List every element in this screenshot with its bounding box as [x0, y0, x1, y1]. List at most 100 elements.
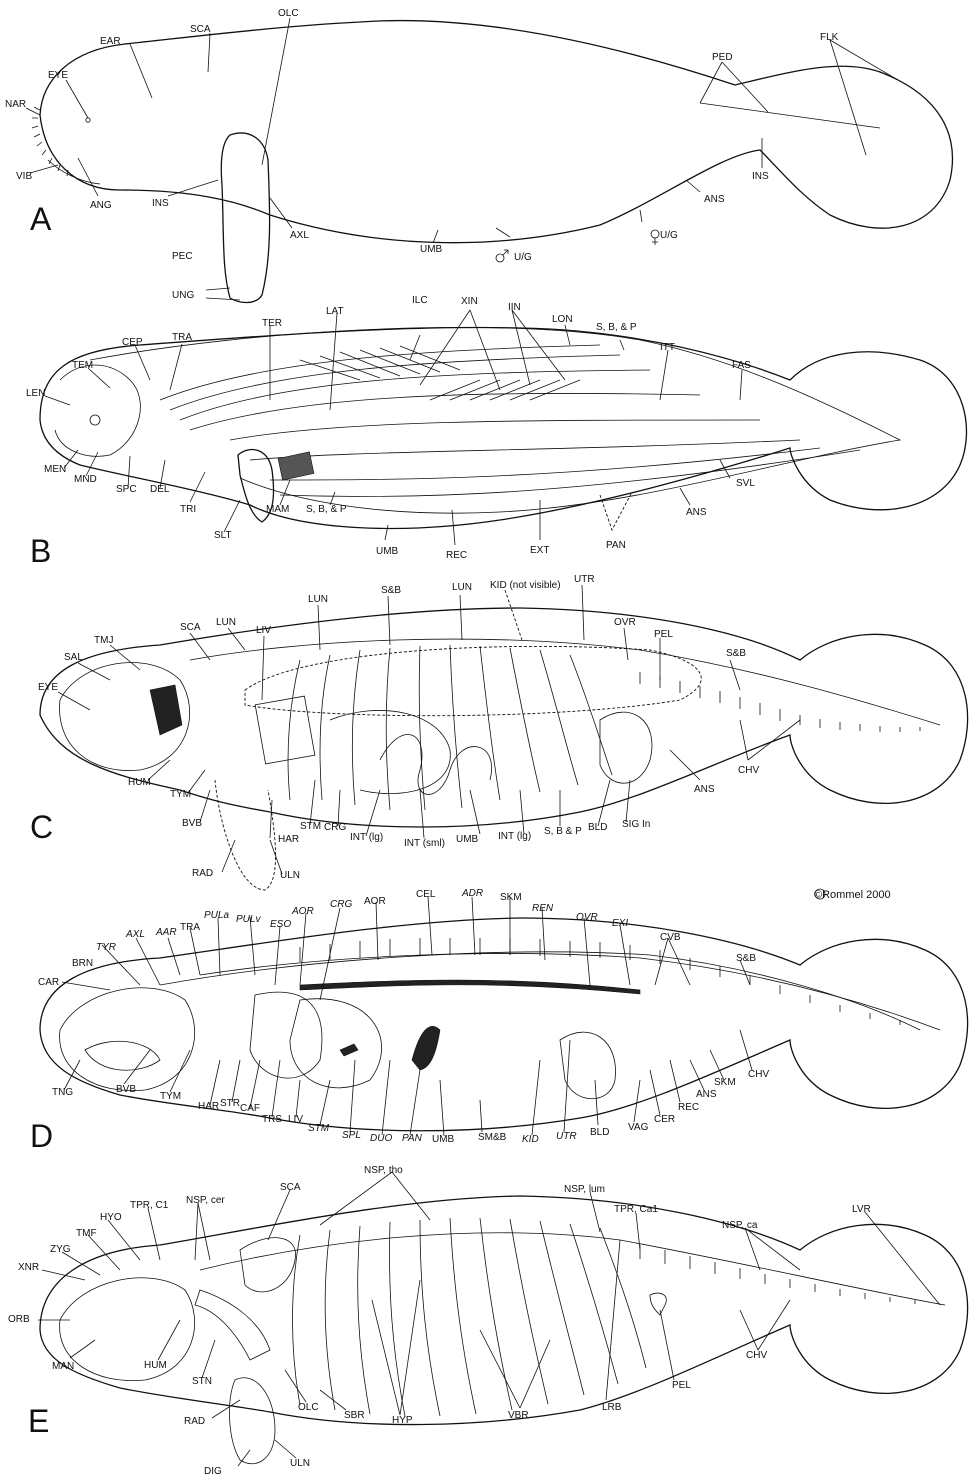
label-a-sca: SCA — [190, 24, 211, 35]
mammary-region-b — [278, 452, 314, 480]
stomach-c — [330, 710, 450, 793]
eye-dot-a — [86, 118, 90, 122]
label-b-ilc: ILC — [412, 295, 428, 306]
label-b-fas: FAS — [732, 360, 751, 371]
label-d-bvb: BVB — [116, 1084, 136, 1095]
label-a-vib: VIB — [16, 171, 32, 182]
eye-b — [90, 415, 100, 425]
label-d-tyr: TYR — [96, 942, 116, 953]
label-c-sb-tail: S&B — [726, 648, 746, 659]
label-d-umb: UMB — [432, 1134, 455, 1145]
vibrissae-a — [32, 107, 68, 176]
label-a-ug-male: U/G — [514, 252, 532, 263]
label-d-pan: PAN — [402, 1133, 423, 1144]
label-b-cep: CEP — [122, 337, 143, 348]
leader-lines-a — [26, 18, 898, 300]
label-e-dig: DIG — [204, 1466, 222, 1477]
inner-body-line-d — [160, 952, 920, 1030]
label-b-del: DEL — [150, 484, 170, 495]
ribs-c — [288, 645, 612, 810]
label-b-sbp-top: S, B, & P — [596, 322, 637, 333]
label-e-stn: STN — [192, 1376, 212, 1387]
label-d-cvb: CVB — [660, 932, 681, 943]
label-d-liv: LIV — [288, 1114, 303, 1125]
body-outline-b — [40, 327, 967, 528]
label-d-tra: TRA — [180, 922, 200, 933]
label-c-kid: KID (not visible) — [490, 580, 561, 591]
body-outline-e — [40, 1196, 968, 1425]
vertebral-column-c — [190, 639, 940, 732]
kidney-dashed-c — [505, 590, 522, 640]
label-b-xin: XIN — [461, 296, 478, 307]
label-c-hum: HUM — [128, 777, 151, 788]
label-b-mam: MAM — [266, 504, 289, 515]
label-b-tra: TRA — [172, 332, 192, 343]
label-c-stm: STM — [300, 821, 321, 832]
label-a-olc: OLC — [278, 8, 299, 19]
label-a-ung: UNG — [172, 290, 194, 301]
label-c-uln: ULN — [280, 870, 300, 881]
label-b-lon: LON — [552, 314, 573, 325]
label-e-olc: OLC — [298, 1402, 319, 1413]
label-c-int-lg-2: INT (lg) — [498, 831, 531, 842]
label-b-spc: SPC — [116, 484, 137, 495]
label-e-zyg: ZYG — [50, 1244, 71, 1255]
label-b-ans: ANS — [686, 507, 707, 518]
label-c-pel: PEL — [654, 629, 673, 640]
label-c-int-lg-1: INT (lg) — [350, 832, 383, 843]
label-a-ins: INS — [152, 198, 169, 209]
label-d-bld: BLD — [590, 1127, 609, 1138]
label-d-rec: REC — [678, 1102, 699, 1113]
label-e-lrb: LRB — [602, 1402, 622, 1413]
intestines-c — [380, 735, 492, 795]
scapula-e — [240, 1238, 296, 1292]
label-d-pula: PULa — [204, 910, 229, 921]
label-a-ans: ANS — [704, 194, 725, 205]
label-d-caf: CAF — [240, 1103, 260, 1114]
label-e-lvr: LVR — [852, 1204, 871, 1215]
label-c-ovr: OVR — [614, 617, 636, 628]
panel-d: ©Rommel 2000 D CEL ADR SKM REN OVR EXI C… — [30, 888, 968, 1154]
label-a-ins-tail: INS — [752, 171, 769, 182]
label-d-chv: CHV — [748, 1069, 769, 1080]
label-d-pulv: PULv — [236, 914, 261, 925]
label-a-ear: EAR — [100, 36, 121, 47]
panel-c-letter: C — [30, 809, 53, 845]
lung-outline-c — [245, 646, 701, 715]
panel-a-labels: SCA OLC EAR EYE NAR VIB ANG INS AXL PEC … — [5, 8, 839, 301]
label-d-eso: ESO — [270, 919, 291, 930]
male-symbol — [496, 250, 508, 262]
mouth-line-a — [48, 160, 100, 184]
label-e-pel: PEL — [672, 1380, 691, 1391]
label-c-sca: SCA — [180, 622, 201, 633]
label-e-sbr: SBR — [344, 1410, 365, 1421]
label-d-str: STR — [220, 1098, 240, 1109]
label-b-ter: TER — [262, 318, 282, 329]
label-c-har: HAR — [278, 834, 299, 845]
label-e-hyp: HYP — [392, 1415, 413, 1426]
muscle-sheath-b — [90, 327, 900, 513]
label-d-adr: ADR — [461, 888, 483, 899]
label-d-trs: TRS — [262, 1114, 282, 1125]
label-b-len: LEN — [26, 388, 45, 399]
label-e-man: MAN — [52, 1361, 74, 1372]
panel-a: A SCA OLC EAR EYE NAR VIB ANG INS AXL PE… — [5, 8, 952, 303]
label-e-uln: ULN — [290, 1458, 310, 1469]
manus-e — [229, 1378, 275, 1464]
stomach-d — [290, 999, 382, 1088]
pancreas-d — [412, 1026, 440, 1070]
label-d-aor-1: AOR — [364, 896, 386, 907]
label-d-exi: EXI — [612, 918, 628, 929]
label-d-skm-bottom: SKM — [714, 1077, 736, 1088]
label-b-mnd: MND — [74, 474, 97, 485]
body-outline-a — [40, 21, 952, 243]
panel-d-letter: D — [30, 1118, 53, 1154]
head-dark-c — [150, 685, 182, 735]
label-d-vag: VAG — [628, 1122, 649, 1133]
label-d-aor-2: AOR — [291, 906, 314, 917]
label-d-aar: AAR — [155, 927, 177, 938]
label-c-int-sml: INT (sml) — [404, 838, 445, 849]
label-d-brn: BRN — [72, 958, 93, 969]
head-detail-b — [55, 365, 140, 456]
forelimb-e — [195, 1290, 270, 1360]
